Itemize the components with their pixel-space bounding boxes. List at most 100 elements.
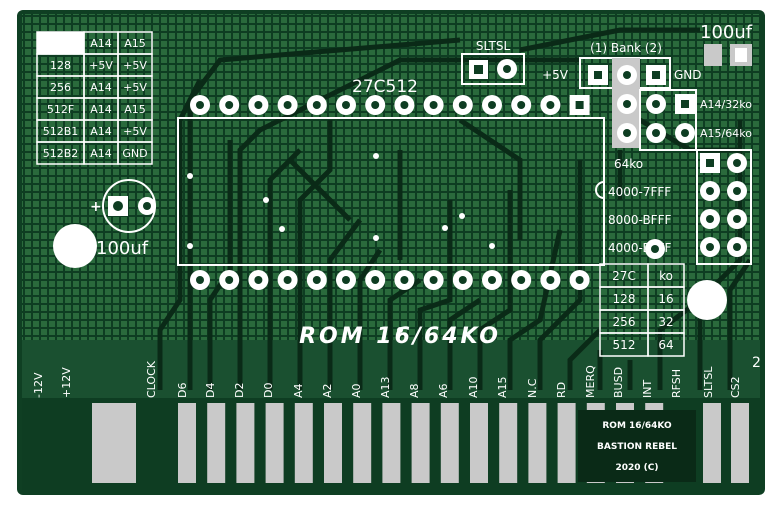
jumper-pin: [617, 65, 637, 85]
edge-pin-label: D6: [176, 383, 189, 398]
edge-pad: [411, 403, 430, 483]
chip-pin: [190, 270, 210, 290]
credit-line-3: 2020 (C): [615, 463, 658, 473]
range-jumper-pins: [645, 153, 747, 259]
size-table-cell: 128: [613, 292, 636, 306]
edge-pin-label: CLOCK: [145, 360, 158, 398]
edge-pin-label: CS2: [729, 376, 742, 398]
jumper-pin: [588, 65, 608, 85]
edge-pad: [440, 403, 459, 483]
chip-pin: [306, 270, 327, 290]
edge-pad: [178, 403, 196, 483]
range-label: 8000-BFFF: [608, 213, 671, 227]
chip-pin: [482, 270, 502, 290]
jumper-pin: [700, 209, 720, 229]
jumper-pin: [727, 237, 747, 257]
edge-pin-label: INT: [641, 380, 654, 398]
mount-hole-left: [53, 224, 97, 268]
edge-pin-label: MERQ: [584, 365, 597, 398]
edge-pin-label: A13: [379, 376, 392, 398]
edge-pin-label: N.C: [526, 378, 539, 398]
range-label: 4000-7FFF: [608, 185, 671, 199]
bank-a15-label: A15/64ko: [700, 127, 752, 140]
chip-pin: [248, 270, 269, 290]
rom-table-cell: 128: [50, 59, 71, 72]
chip-pin: [219, 270, 240, 290]
size-table-cell: 16: [658, 292, 673, 306]
edge-pin-label: A8: [408, 383, 421, 398]
rom-table-cell: A14: [90, 125, 112, 138]
chip-pin: [248, 95, 269, 115]
jumper-pin: [617, 94, 637, 114]
size-table-cell: 256: [613, 315, 636, 329]
jumper-pin: [646, 94, 666, 114]
board-title: ROM 16/64KO: [299, 324, 501, 349]
edge-pin-label: +12V: [60, 367, 73, 398]
rom-table-cell: +5V: [123, 81, 147, 94]
jumper-pin: [727, 153, 747, 173]
edge-pad: [294, 403, 313, 483]
bank-a14-label: A14/32ko: [700, 98, 752, 111]
chip-pins-top: [190, 95, 590, 115]
edge-pin-label: SLTSL: [702, 366, 715, 398]
rom-table-cell: A14: [90, 147, 112, 160]
capacitor-left-label: 100uf: [96, 238, 149, 259]
chip-pin: [452, 270, 473, 290]
jumper-pin: [675, 123, 695, 143]
rom-table-cell: A15: [124, 103, 146, 116]
chip-pin: [511, 95, 532, 115]
pin-number-label: 2: [752, 355, 761, 371]
jumper-pin: [645, 239, 665, 259]
chip-pin: [540, 270, 561, 290]
size-table-cell: 64: [658, 338, 673, 352]
chip-outline: [177, 117, 605, 266]
rom-table-cell: GND: [122, 147, 147, 160]
chip-pin: [365, 95, 386, 115]
chip-pin: [511, 270, 532, 290]
edge-connector: [92, 403, 749, 483]
rom-table-cell: A14: [90, 103, 112, 116]
chip-pin: [423, 270, 444, 290]
edge-pad-wide: [92, 403, 136, 483]
edge-pad: [382, 403, 401, 483]
chip-pin: [277, 270, 298, 290]
edge-pin-label: A6: [437, 383, 450, 398]
edge-pin-label: A10: [467, 376, 480, 398]
chip-pin: [482, 95, 502, 115]
edge-pad: [207, 403, 226, 483]
edge-pin-label: D2: [233, 383, 246, 398]
jumper-pin: [700, 153, 720, 173]
credit-line-1: ROM 16/64KO: [602, 421, 672, 431]
chip-pin: [306, 95, 327, 115]
chip-pin: [336, 270, 356, 290]
sltsl-header-label: SLTSL: [476, 39, 511, 53]
chip-pins-bottom: [190, 270, 590, 290]
rom-table-cell: 512F: [47, 103, 74, 116]
edge-pad: [265, 403, 284, 483]
edge-pin-label: RFSH: [670, 369, 683, 398]
rom-table-cell: +5V: [89, 59, 113, 72]
edge-pin-label: A0: [350, 383, 363, 398]
chip-pin: [423, 95, 444, 115]
jumper-pin: [700, 181, 720, 201]
edge-pad: [703, 403, 721, 483]
rom-table-cell: +5V: [123, 59, 147, 72]
edge-pin-label: A15: [496, 376, 509, 398]
rom-table-cell: A14: [90, 81, 112, 94]
jumper-pin: [675, 94, 695, 114]
edge-pad: [499, 403, 518, 483]
capacitor-left-plus: +: [90, 199, 102, 215]
edge-pin-label: A4: [292, 383, 305, 398]
chip-pin: [540, 95, 561, 115]
edge-pad: [236, 403, 255, 483]
edge-pad: [528, 403, 547, 483]
chip-pin: [452, 95, 473, 115]
bank-label: (1) Bank (2): [590, 41, 662, 55]
edge-pin-label: -12V: [32, 372, 45, 398]
credit-line-2: BASTION REBEL: [597, 442, 677, 452]
size-table-cell: 512: [613, 338, 636, 352]
edge-pad: [324, 403, 342, 483]
chip-pin: [336, 95, 356, 115]
